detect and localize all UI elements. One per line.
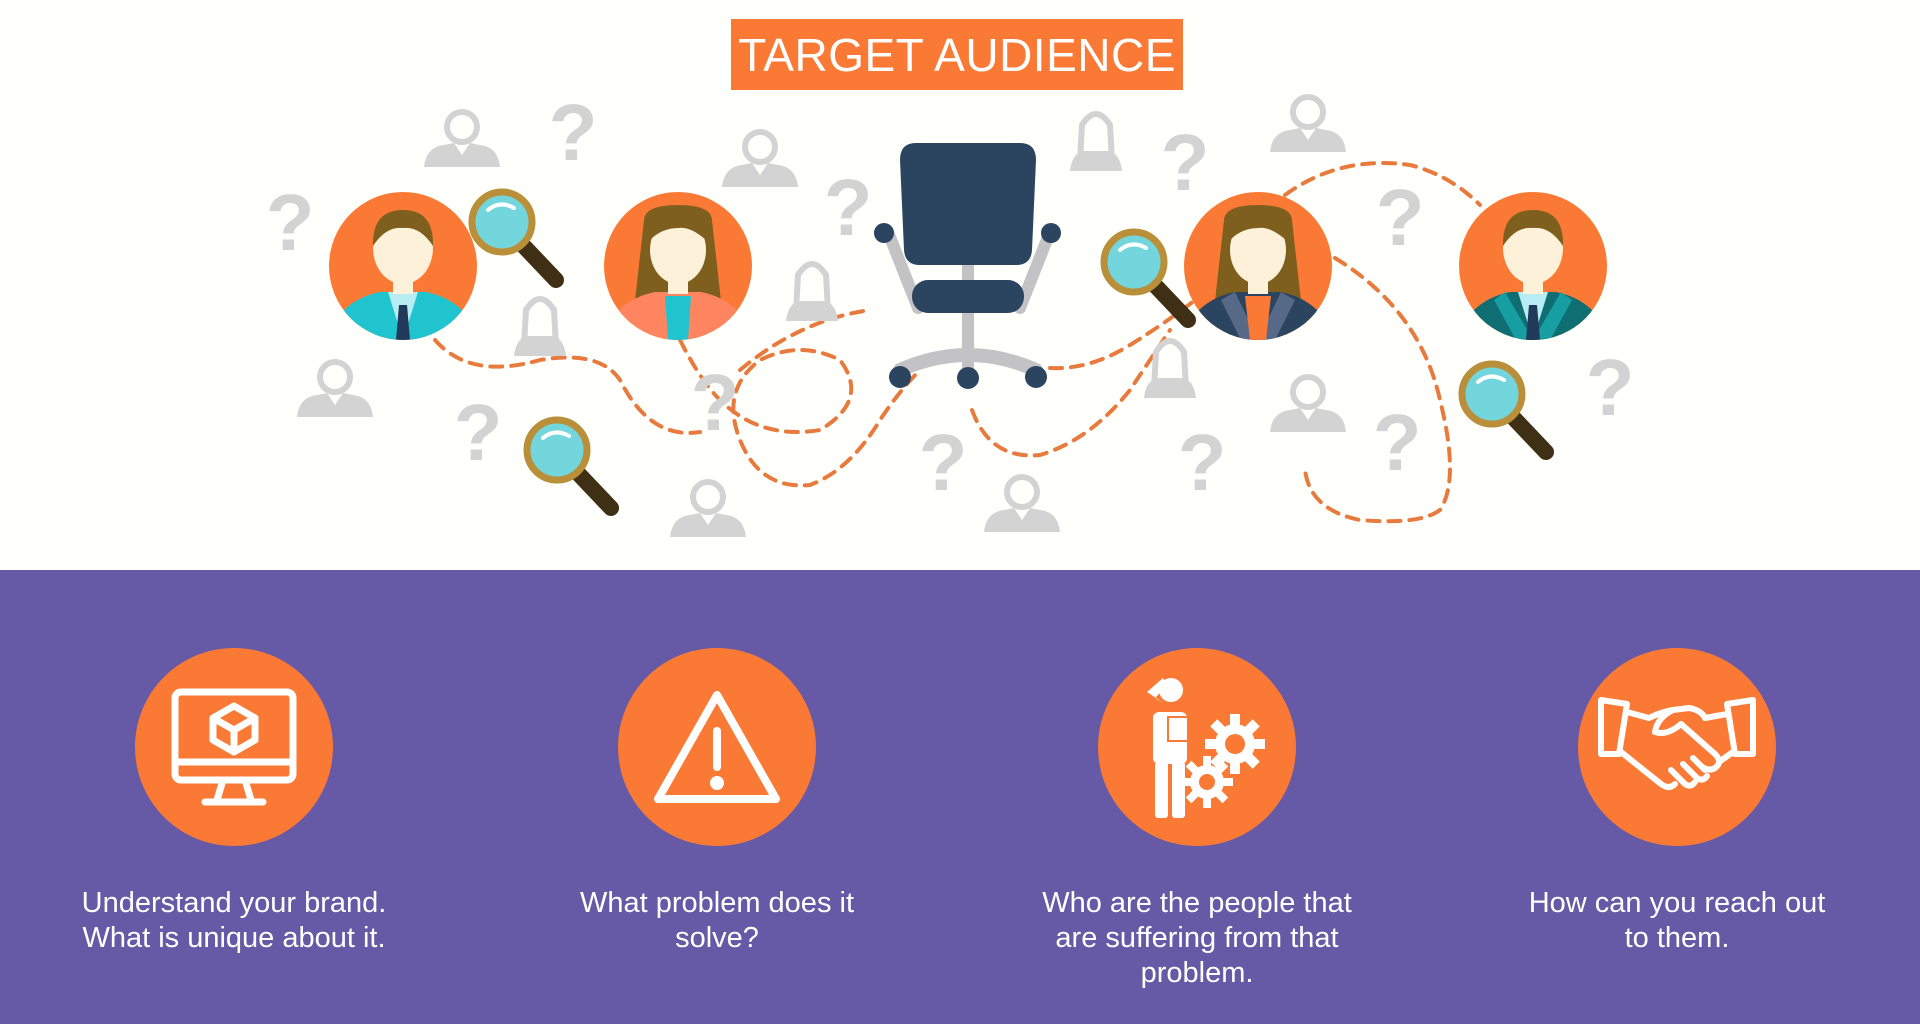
monitor-box-icon [171, 688, 297, 806]
step-understand-brand: Understand your brand. What is unique ab… [24, 570, 444, 956]
step-reach-out: How can you reach out to them. [1467, 570, 1887, 956]
steps-section: Understand your brand. What is unique ab… [0, 570, 1920, 1024]
step-problem: What problem does it solve? [507, 570, 927, 956]
office-chair-icon [874, 143, 1061, 389]
persona-man-teal [329, 192, 477, 340]
step-people: Who are the people that are suffering fr… [987, 570, 1407, 991]
persona-woman-slate [1184, 192, 1332, 340]
step-icon-circle [1578, 648, 1776, 846]
step-icon-circle [135, 648, 333, 846]
step-icon-circle [1098, 648, 1296, 846]
step-label: Understand your brand. What is unique ab… [81, 887, 387, 954]
page-title: TARGET AUDIENCE [731, 19, 1183, 90]
persona-woman-coral [604, 192, 752, 340]
warning-icon [654, 691, 780, 803]
handshake-icon [1598, 697, 1756, 790]
persona-man-dark-teal [1459, 192, 1607, 340]
step-label: Who are the people that are suffering fr… [1042, 887, 1352, 989]
target-audience-illustration: ? [265, 88, 1635, 570]
confused-person-gears-icon [1147, 678, 1265, 818]
step-icon-circle [618, 648, 816, 846]
step-label: How can you reach out to them. [1528, 887, 1826, 954]
step-label: What problem does it solve? [579, 887, 854, 954]
